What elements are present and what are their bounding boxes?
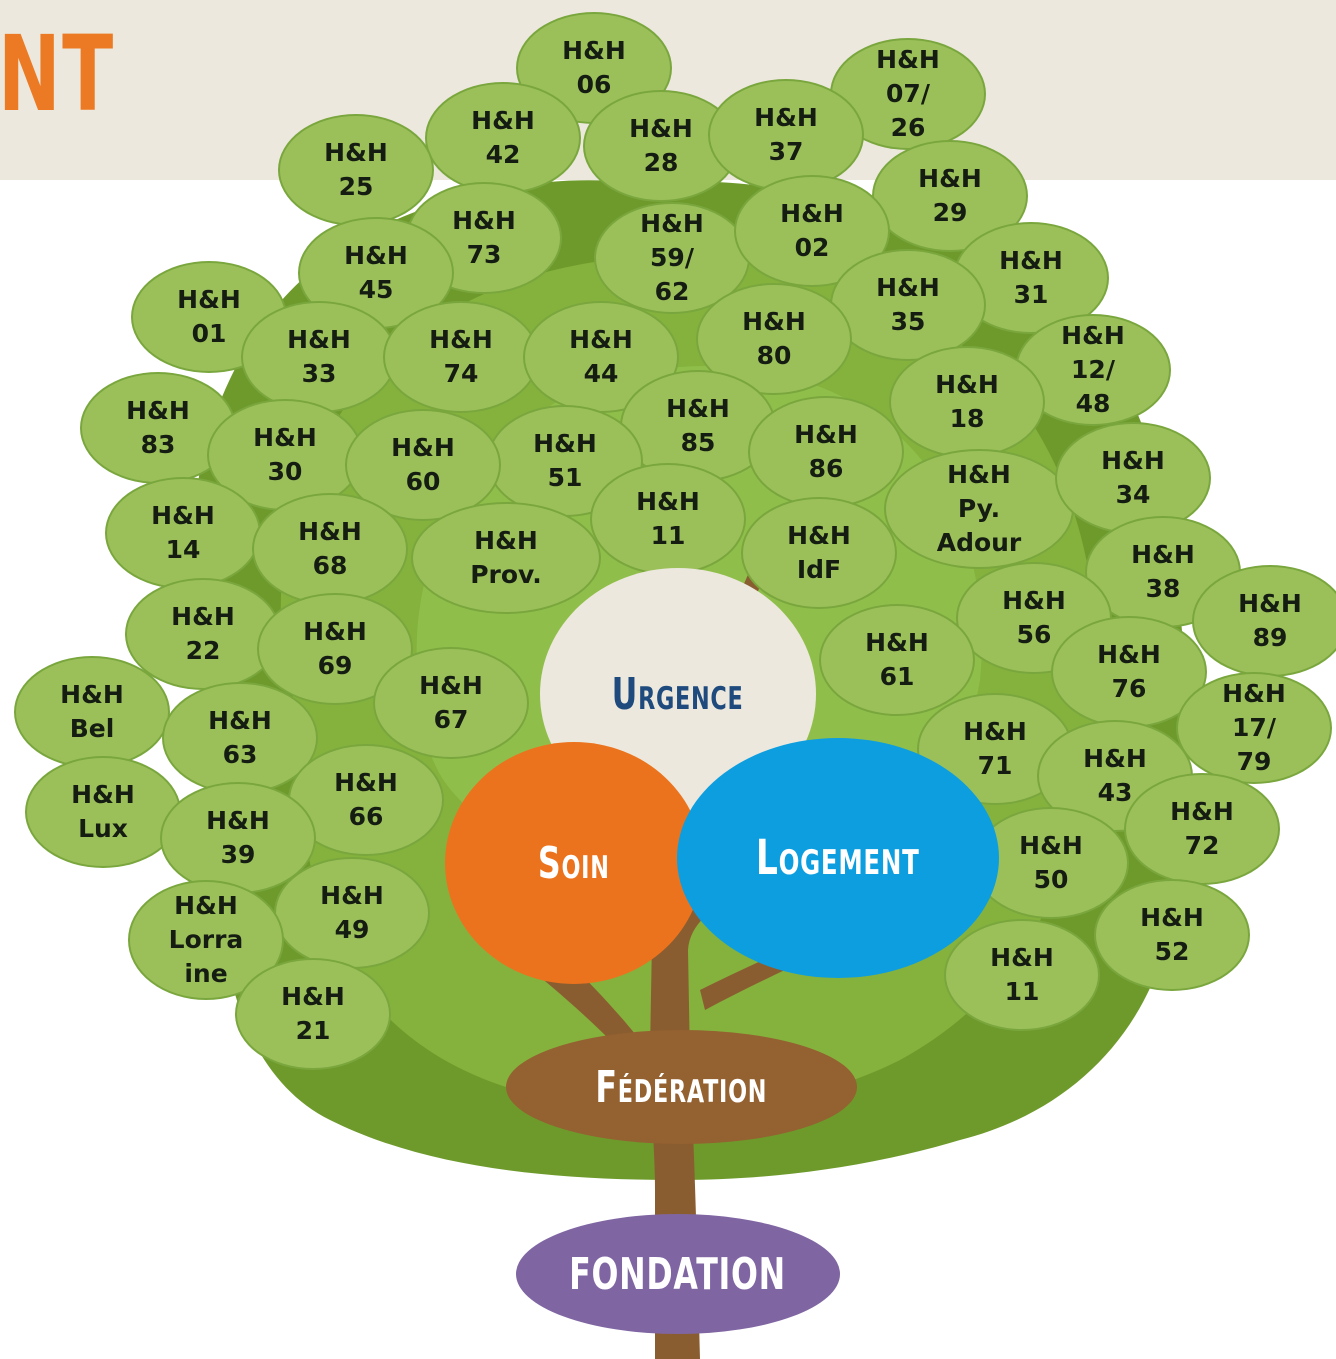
leaf-node: H&H 35 [830, 249, 986, 361]
fondation-label: FONDATION [569, 1248, 787, 1300]
leaf-node: H&H 25 [278, 114, 434, 226]
leaf-node: H&H 42 [425, 82, 581, 194]
leaf-node: H&H 37 [708, 79, 864, 191]
leaf-node: H&H 69 [257, 593, 413, 705]
leaf-node: H&H 33 [241, 301, 397, 413]
leaf-node: H&H Bel [14, 656, 170, 768]
leaf-node: H&H Lorra ine [128, 880, 284, 1000]
leaf-node: H&H 68 [252, 493, 408, 605]
banner-title: NT [0, 13, 115, 135]
leaf-node: H&H 11 [944, 919, 1100, 1031]
leaf-node: H&H 12/ 48 [1015, 314, 1171, 426]
leaf-node: H&H 89 [1192, 565, 1336, 677]
leaf-node: H&H 21 [235, 958, 391, 1070]
soin-label: Soin [538, 837, 610, 889]
soin-circle: Soin [445, 742, 703, 984]
leaf-node: H&H 18 [889, 346, 1045, 458]
leaf-node: H&H 67 [373, 647, 529, 759]
leaf-node: H&H 11 [590, 463, 746, 575]
leaf-node: H&H Py. Adour [884, 449, 1074, 569]
leaf-node: H&H 14 [105, 477, 261, 589]
leaf-node: H&H 39 [160, 782, 316, 894]
federation-label: Fédération [595, 1061, 768, 1113]
leaf-node: H&H 72 [1124, 773, 1280, 885]
leaf-node: H&H 02 [734, 175, 890, 287]
leaf-node: H&H 63 [162, 682, 318, 794]
leaf-node: H&H 61 [819, 604, 975, 716]
leaf-node: H&H 86 [748, 396, 904, 508]
fondation-ellipse: FONDATION [516, 1214, 840, 1334]
leaf-node: H&H Prov. [411, 502, 601, 614]
leaf-node: H&H 74 [383, 301, 539, 413]
leaf-node: H&H 17/ 79 [1176, 672, 1332, 784]
leaf-node: H&H 01 [131, 261, 287, 373]
leaf-node: H&H Lux [25, 756, 181, 868]
leaf-node: H&H 22 [125, 578, 281, 690]
leaf-node: H&H 50 [973, 807, 1129, 919]
urgence-label: Urgence [612, 668, 744, 720]
leaf-node: H&H 52 [1094, 879, 1250, 991]
leaf-node: H&H IdF [741, 497, 897, 609]
federation-ellipse: Fédération [506, 1030, 857, 1144]
leaf-node: H&H 49 [274, 857, 430, 969]
leaf-node: H&H 34 [1055, 422, 1211, 534]
logement-circle: Logement [677, 738, 999, 978]
logement-label: Logement [756, 830, 920, 886]
